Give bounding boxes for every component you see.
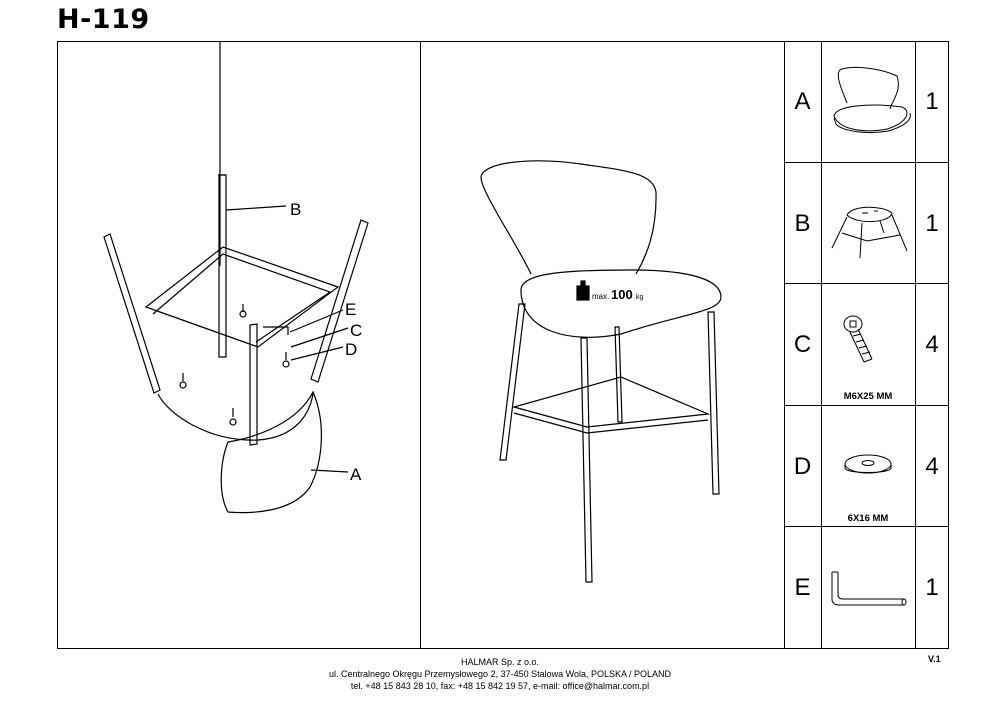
callout-c: C <box>350 321 362 340</box>
callout-e: E <box>345 300 356 319</box>
product-view: max. 100 kg <box>480 160 722 583</box>
table-divider <box>821 41 822 649</box>
allen-key-icon <box>831 571 907 606</box>
table-divider <box>915 41 916 649</box>
part-row-b: B 1 <box>784 163 949 285</box>
washer-icon <box>844 454 892 474</box>
part-qty: 4 <box>925 331 939 359</box>
part-letter: A <box>794 88 811 115</box>
part-qty: 1 <box>925 574 939 602</box>
seat-shell-drawing <box>220 390 322 514</box>
part-letter: D <box>793 452 812 480</box>
frame-drawing <box>103 42 369 473</box>
footer-contact: tel. +48 15 843 28 10, fax: +48 15 842 1… <box>350 681 650 691</box>
part-spec: 6X16 MM <box>847 512 889 524</box>
part-letter: E <box>794 574 811 602</box>
screw-icon <box>843 315 873 363</box>
part-letter: B <box>794 209 811 237</box>
instruction-frame <box>57 41 949 649</box>
part-qty: 1 <box>925 88 939 115</box>
version-label: V.1 <box>928 654 941 664</box>
assembly-diagram: B E C D A <box>103 42 369 514</box>
callout-a: A <box>350 465 362 484</box>
weight-icon <box>576 280 590 301</box>
max-unit: kg <box>636 294 644 301</box>
max-value: 100 <box>611 287 633 302</box>
part-qty: 4 <box>925 452 939 480</box>
part-row-d: D 6X16 MM 4 <box>784 406 949 528</box>
frame-icon <box>831 206 908 258</box>
callout-d: D <box>345 340 357 359</box>
part-row-e: E 1 <box>784 527 949 649</box>
max-label: max. <box>592 292 609 301</box>
part-spec: M6X25 MM <box>843 391 893 403</box>
chair-drawing <box>480 160 722 583</box>
parts-table: A 1 B 1 C M6X25 MM 4 <box>784 41 949 649</box>
panel-divider <box>784 41 785 649</box>
model-title: H-119 <box>57 4 150 35</box>
part-row-c: C M6X25 MM 4 <box>784 284 949 406</box>
part-qty: 1 <box>925 209 939 237</box>
panel-divider <box>420 41 421 649</box>
footer-company: HALMAR Sp. z o.o. <box>460 657 540 667</box>
part-letter: C <box>793 331 812 359</box>
footer-address: ul. Centralnego Okręgu Przemysłowego 2, … <box>328 669 671 679</box>
part-row-a: A 1 <box>784 41 949 163</box>
callout-b: B <box>290 200 301 219</box>
seat-icon <box>833 66 911 134</box>
